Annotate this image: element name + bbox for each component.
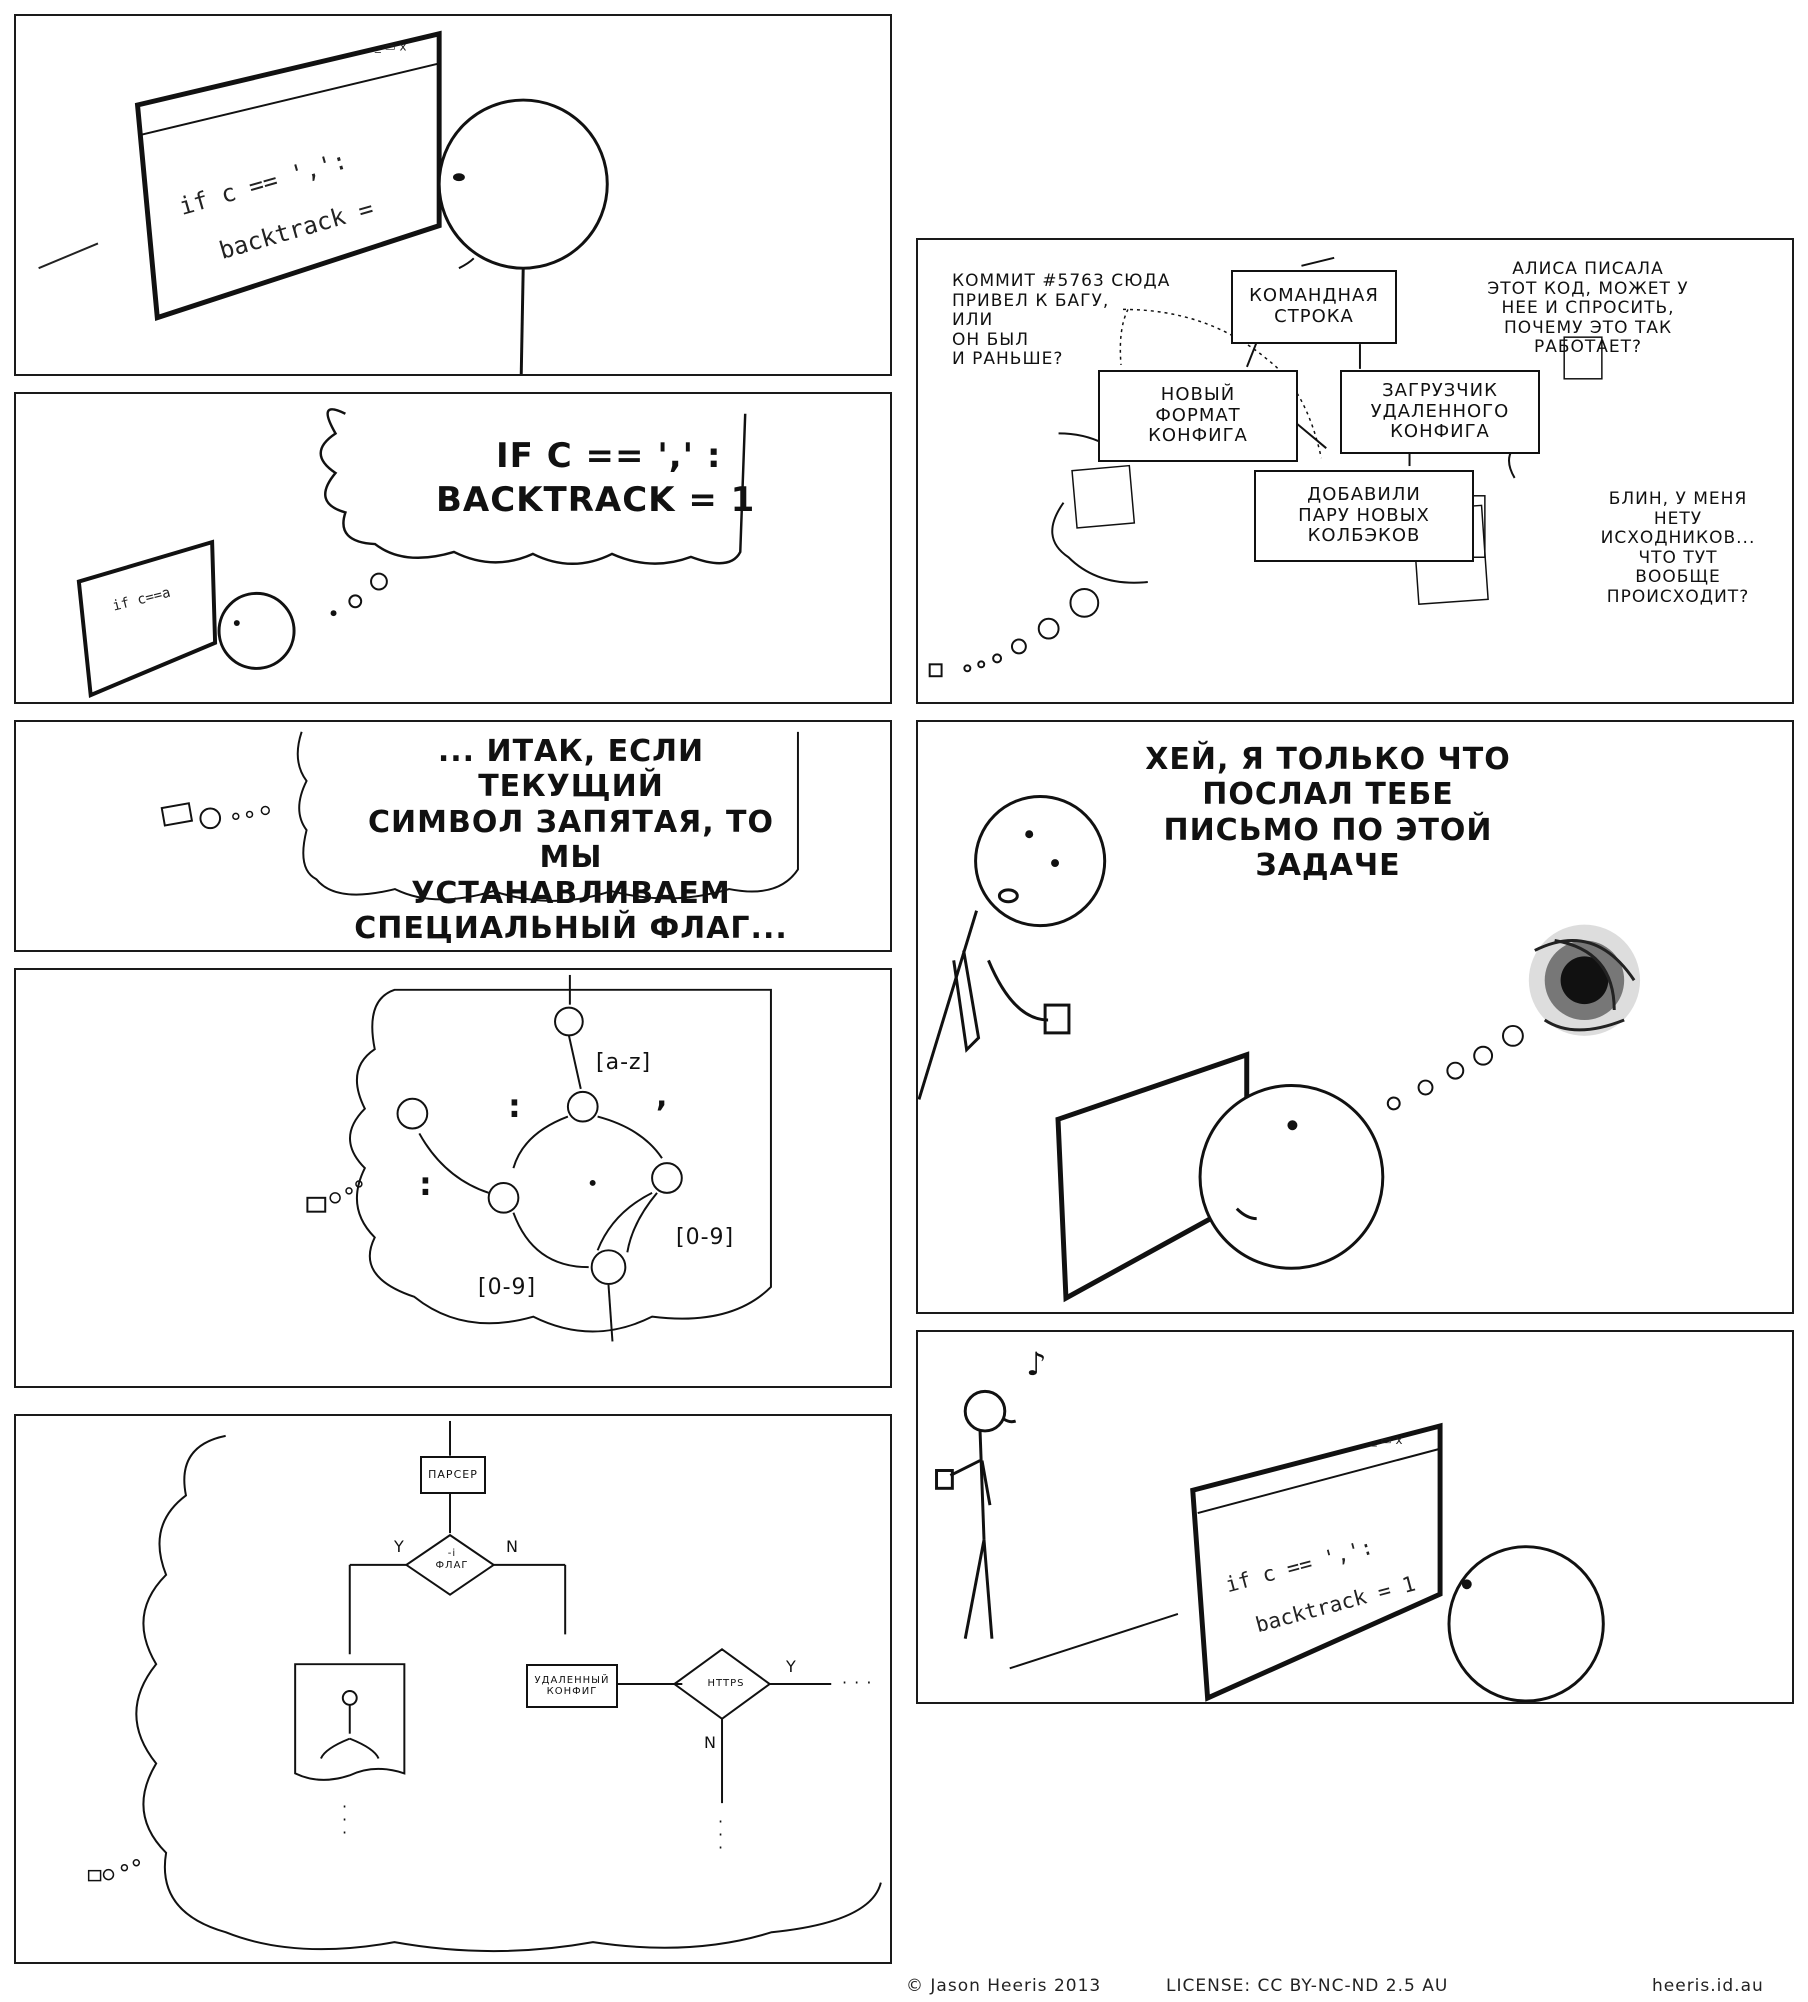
footer-site-link[interactable]: heeris.id.au xyxy=(1652,1976,1764,1996)
panel-4-drawing xyxy=(306,974,772,1342)
branch-no-2: N xyxy=(704,1733,717,1752)
coworker xyxy=(918,795,1107,1100)
stick-figure xyxy=(935,1389,1017,1639)
continue-dots-down-1: · · · xyxy=(342,1797,349,1842)
remote-config-loader-box: ЗАГРУЗЧИК УДАЛЕННОГО КОНФИГА xyxy=(1340,370,1540,454)
thought-cloud xyxy=(349,988,772,1333)
svg-text:_ ▭ x: _ ▭ x xyxy=(374,40,407,54)
panel-2-drawing xyxy=(76,408,747,698)
panel-1: _ ▭ x if c == ',': backtrack = xyxy=(14,14,892,376)
parser-box: ПАРСЕР xyxy=(420,1456,486,1494)
source-missing-note: БЛИН, У МЕНЯ НЕТУ ИСХОДНИКОВ... ЧТО ТУТ … xyxy=(1600,489,1756,607)
edge-label-comma: , xyxy=(656,1079,669,1114)
edge-label-colon-2: : xyxy=(419,1165,433,1203)
flag-diamond-label: -i ФЛАГ xyxy=(435,1548,469,1571)
command-line-box: КОМАНДНАЯ СТРОКА xyxy=(1231,270,1397,344)
panel-3: ... ИТАК, ЕСЛИ ТЕКУЩИЙ СИМВОЛ ЗАПЯТАЯ, Т… xyxy=(14,720,892,952)
panel-5: ПАРСЕР -i ФЛАГ Y N УДАЛЕННЫЙ КОНФИГ HTTP… xyxy=(14,1414,892,1964)
panel-7-drawing xyxy=(918,795,1641,1303)
continue-dots-right: · · · xyxy=(842,1673,873,1692)
https-diamond-label: HTTPS xyxy=(707,1678,745,1689)
thought-cloud xyxy=(135,1434,882,1953)
edge-label-az: [a-z] xyxy=(596,1050,652,1075)
black-hole-icon xyxy=(1528,924,1641,1036)
edge-label-colon-1: : xyxy=(508,1087,522,1125)
small-head xyxy=(217,591,296,670)
developer-head xyxy=(1198,1084,1385,1270)
new-config-format-box: НОВЫЙ ФОРМАТ КОНФИГА xyxy=(1098,370,1298,462)
commit-note: КОММИТ #5763 СЮДА ПРИВЕЛ К БАГУ, ИЛИ ОН … xyxy=(952,271,1171,370)
panel-8-drawing: _ ▭ x xyxy=(935,1389,1605,1702)
speech-text: ХЕЙ, Я ТОЛЬКО ЧТО ПОСЛАЛ ТЕБЕ ПИСЬМО ПО … xyxy=(1145,742,1511,884)
continue-dots-down-2: · · · xyxy=(718,1812,725,1857)
thought-cloud xyxy=(296,731,799,902)
footer-license: LICENSE: CC BY-NC-ND 2.5 AU xyxy=(1166,1976,1449,1996)
panel-2: IF C == ',' : BACKTRACK = 1 if c==a xyxy=(14,392,892,704)
monitor: _ ▭ x xyxy=(134,30,442,321)
thought-line-1: IF C == ',' : xyxy=(496,436,722,476)
branch-yes-2: Y xyxy=(786,1657,797,1676)
developer-head xyxy=(1447,1545,1605,1702)
monitor: _ ▭ x xyxy=(1190,1422,1443,1702)
branch-no-1: N xyxy=(506,1537,519,1556)
svg-text:_ ▭ x: _ ▭ x xyxy=(1370,1433,1403,1447)
panel-7: ХЕЙ, Я ТОЛЬКО ЧТО ПОСЛАЛ ТЕБЕ ПИСЬМО ПО … xyxy=(916,720,1794,1314)
state-diagram xyxy=(396,974,683,1342)
panel-1-drawing: _ ▭ x xyxy=(38,30,609,374)
thought-text: ... ИТАК, ЕСЛИ ТЕКУЩИЙ СИМВОЛ ЗАПЯТАЯ, Т… xyxy=(354,734,788,946)
alice-note: АЛИСА ПИСАЛА ЭТОТ КОД, МОЖЕТ У НЕЕ И СПР… xyxy=(1487,259,1689,358)
branch-yes-1: Y xyxy=(394,1537,405,1556)
thought-cloud xyxy=(319,408,747,566)
thought-line-2: BACKTRACK = 1 xyxy=(436,480,756,520)
dotted-lines xyxy=(1119,308,1323,459)
black-hole-thought xyxy=(1386,924,1641,1111)
edge-label-digits-1: [0-9] xyxy=(478,1275,537,1300)
panel-5-drawing xyxy=(87,1420,882,1953)
panel-3-drawing xyxy=(160,731,799,902)
callbacks-box: ДОБАВИЛИ ПАРУ НОВЫХ КОЛБЭКОВ xyxy=(1254,470,1474,562)
remote-config-box: УДАЛЕННЫЙ КОНФИГ xyxy=(526,1664,618,1708)
small-monitor xyxy=(76,539,218,698)
panel-6: КОММИТ #5763 СЮДА ПРИВЕЛ К БАГУ, ИЛИ ОН … xyxy=(916,238,1794,704)
panel-4: [a-z] , : : [0-9] [0-9] xyxy=(14,968,892,1388)
edge-label-digits-2: [0-9] xyxy=(676,1225,735,1250)
thought-trail xyxy=(928,502,1148,678)
footer-copyright: © Jason Heeris 2013 xyxy=(906,1976,1102,1996)
music-note-icon: ♪ xyxy=(1026,1345,1048,1383)
flowchart-lines xyxy=(294,1420,832,1804)
panel-8: _ ▭ x ♪ if c == ',': backtrack = 1 xyxy=(916,1330,1794,1704)
head xyxy=(437,98,609,374)
